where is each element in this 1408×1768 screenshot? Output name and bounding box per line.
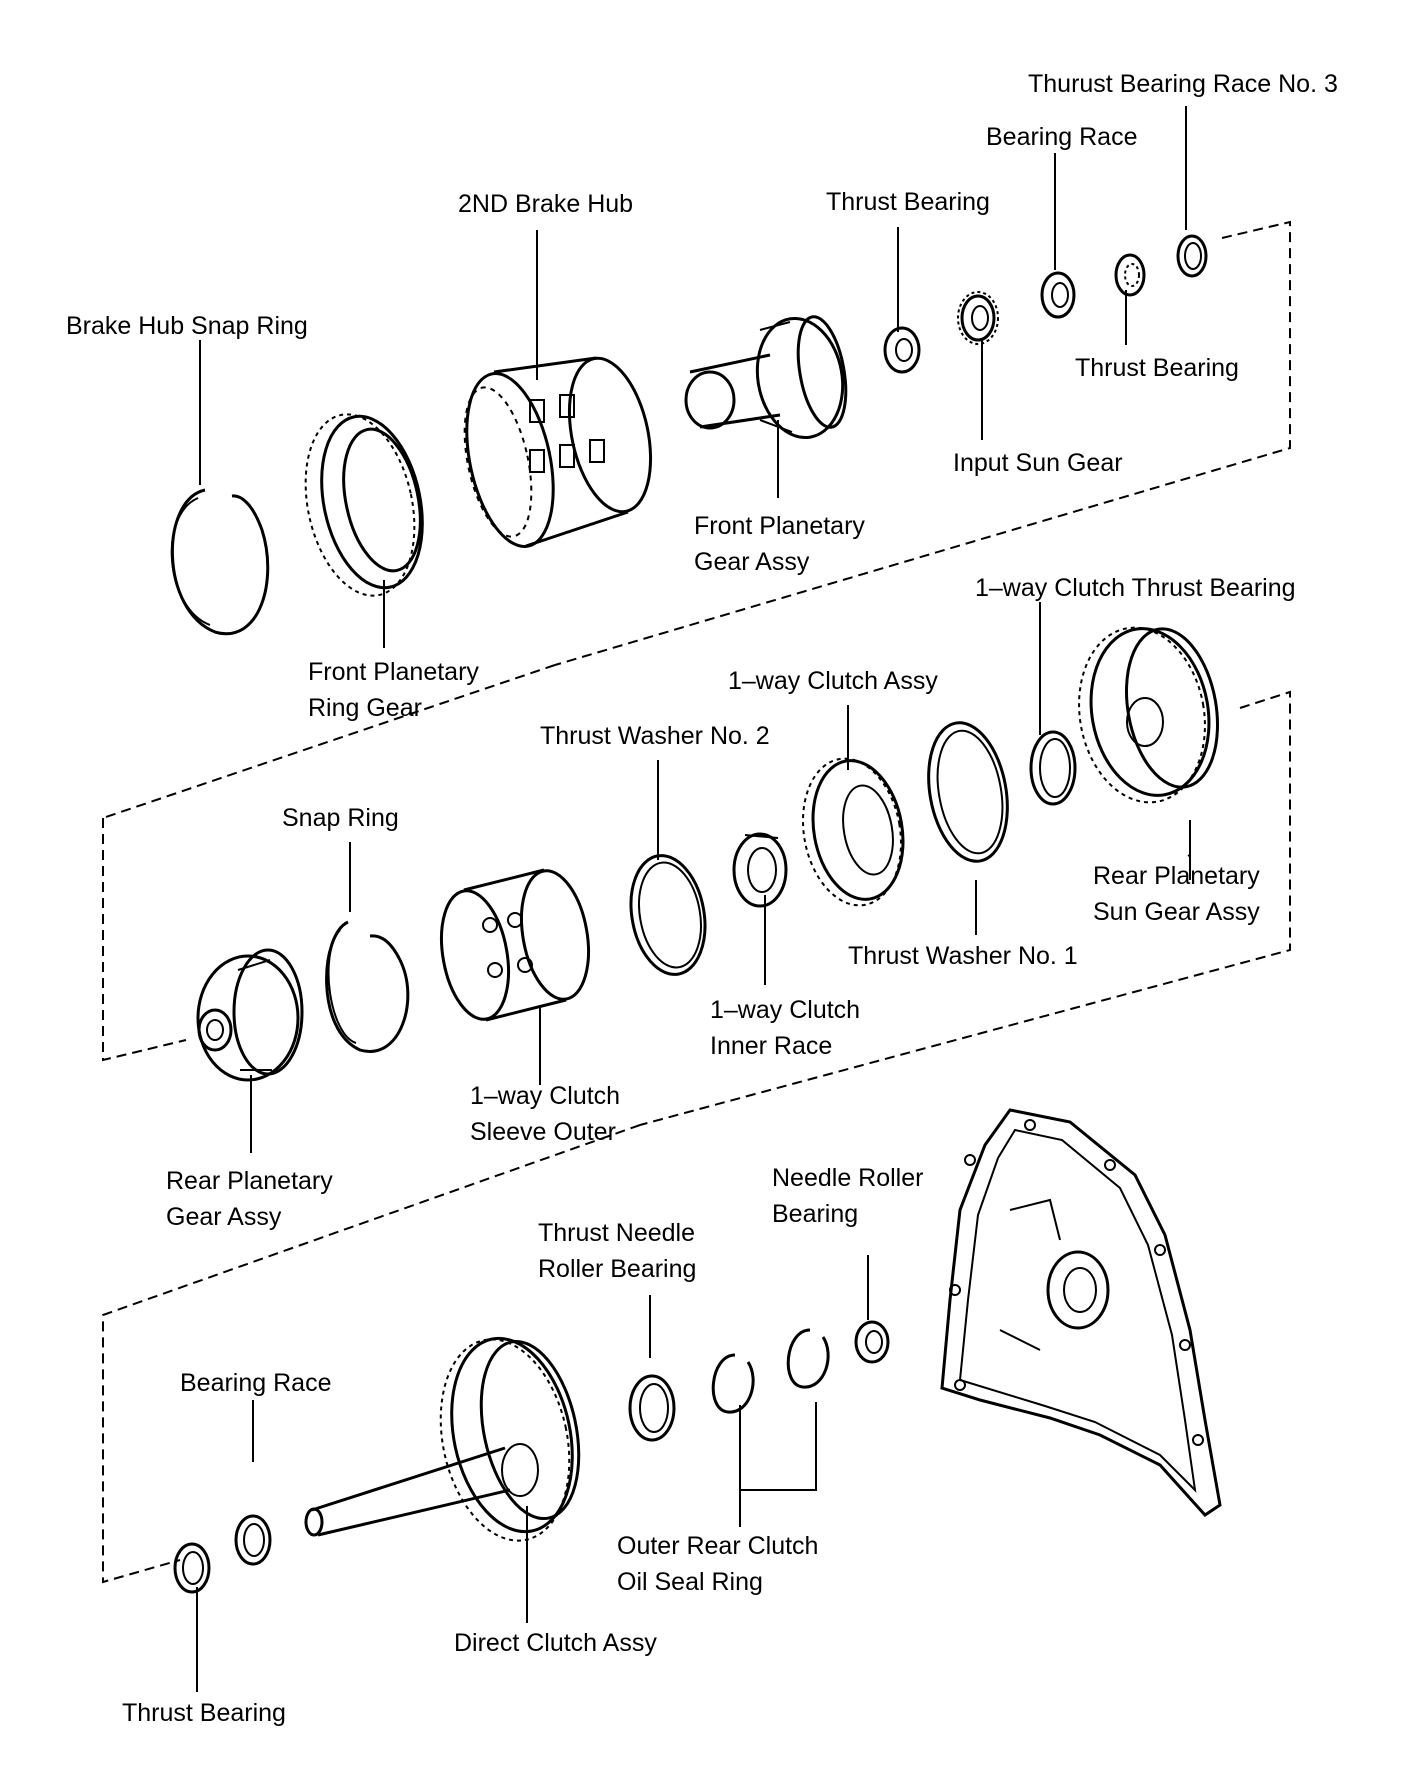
brake-hub-snap-ring-part xyxy=(170,488,270,636)
label-line: Oil Seal Ring xyxy=(617,1568,763,1596)
transaxle-case-cover-part xyxy=(940,1108,1222,1517)
label-line: 1–way Clutch xyxy=(470,1082,621,1110)
label-thrust-bearing-top: Thrust Bearing xyxy=(826,188,990,216)
label-one-way-clutch-thrust-bearing: 1–way Clutch Thrust Bearing xyxy=(975,574,1296,602)
label-outer-rear-clutch-oil-seal-ring: Outer Rear Clutch Oil Seal Ring xyxy=(617,1528,818,1600)
label-brake-hub-snap-ring: Brake Hub Snap Ring xyxy=(66,312,308,340)
thrust-washer-no2-part xyxy=(629,854,707,976)
thrust-needle-roller-bearing-part xyxy=(628,1374,676,1442)
assembly-group-outlines xyxy=(102,220,1291,1584)
needle-roller-bearing-part xyxy=(854,1320,890,1364)
second-brake-hub-part xyxy=(463,356,653,548)
label-front-planetary-gear-assy: Front Planetary Gear Assy xyxy=(694,508,865,580)
label-line: 1–way Clutch xyxy=(710,996,861,1024)
group-outline-middle xyxy=(102,664,1291,1126)
thrust-bearing-mid-part xyxy=(1114,253,1146,297)
thrust-bearing-bottom-part xyxy=(173,1542,211,1594)
label-line: Rear Planetary xyxy=(166,1167,333,1195)
label-line: Ring Gear xyxy=(308,694,422,722)
one-way-clutch-assy-part xyxy=(802,757,905,907)
label-line: Inner Race xyxy=(710,1032,833,1060)
label-thrust-needle-roller-bearing: Thrust Needle Roller Bearing xyxy=(538,1215,696,1287)
group-outline-top xyxy=(554,220,1291,666)
label-rear-planetary-sun-gear-assy: Rear Planetary Sun Gear Assy xyxy=(1093,858,1260,930)
label-rear-planetary-gear-assy: Rear Planetary Gear Assy xyxy=(166,1163,333,1235)
label-one-way-clutch-inner-race: 1–way Clutch Inner Race xyxy=(710,992,860,1064)
label-thrust-washer-no1: Thrust Washer No. 1 xyxy=(848,942,1078,970)
label-line: Gear Assy xyxy=(166,1203,282,1231)
label-thurust-bearing-race-no3: Thurust Bearing Race No. 3 xyxy=(1028,70,1338,98)
label-line: Roller Bearing xyxy=(538,1255,697,1283)
label-line: Sleeve Outer xyxy=(470,1118,616,1146)
label-one-way-clutch-sleeve-outer: 1–way Clutch Sleeve Outer xyxy=(470,1078,620,1150)
label-line: Rear Planetary xyxy=(1093,862,1260,890)
label-bearing-race-bottom: Bearing Race xyxy=(180,1369,332,1397)
label-thrust-bearing-mid: Thrust Bearing xyxy=(1075,354,1239,382)
label-line: Gear Assy xyxy=(694,548,810,576)
rear-planetary-gear-assy-part xyxy=(196,948,304,1082)
one-way-clutch-inner-race-part xyxy=(732,832,788,908)
label-input-sun-gear: Input Sun Gear xyxy=(953,449,1123,477)
label-thrust-washer-no2: Thrust Washer No. 2 xyxy=(540,722,770,750)
direct-clutch-assy-part xyxy=(304,1336,581,1542)
label-bearing-race-top: Bearing Race xyxy=(986,123,1138,151)
label-snap-ring: Snap Ring xyxy=(282,804,399,832)
label-thrust-bearing-bottom: Thrust Bearing xyxy=(122,1699,286,1727)
label-line: Needle Roller xyxy=(772,1164,924,1192)
front-planetary-gear-assy-part xyxy=(684,315,848,440)
label-line: Bearing xyxy=(772,1200,859,1228)
label-direct-clutch-assy: Direct Clutch Assy xyxy=(454,1629,657,1657)
label-needle-roller-bearing: Needle Roller Bearing xyxy=(772,1160,923,1232)
thurust-bearing-race-no3-part xyxy=(1176,234,1208,278)
thrust-bearing-top-part xyxy=(883,326,921,374)
rear-planetary-sun-gear-assy-part xyxy=(1078,626,1220,804)
label-second-brake-hub: 2ND Brake Hub xyxy=(458,190,634,218)
snap-ring-part xyxy=(325,920,410,1053)
label-line: Front Planetary xyxy=(694,512,865,540)
label-line: Sun Gear Assy xyxy=(1093,898,1260,926)
outer-rear-clutch-oil-seal-ring-part xyxy=(711,1328,830,1414)
one-way-clutch-sleeve-outer-part xyxy=(440,868,590,1022)
front-planetary-ring-gear-part xyxy=(304,413,424,597)
label-line: Thrust Needle xyxy=(538,1219,696,1247)
label-line: Outer Rear Clutch xyxy=(617,1532,819,1560)
leader-lines xyxy=(196,106,1191,1692)
input-sun-gear-part xyxy=(957,291,999,345)
label-one-way-clutch-assy: 1–way Clutch Assy xyxy=(728,667,938,695)
bearing-race-top-part xyxy=(1040,271,1076,319)
label-line: Front Planetary xyxy=(308,658,479,686)
one-way-clutch-thrust-bearing-part xyxy=(1029,730,1077,806)
bearing-race-bottom-part xyxy=(234,1514,272,1566)
label-front-planetary-ring-gear: Front Planetary Ring Gear xyxy=(308,654,479,726)
thrust-washer-no1-part xyxy=(927,721,1009,863)
